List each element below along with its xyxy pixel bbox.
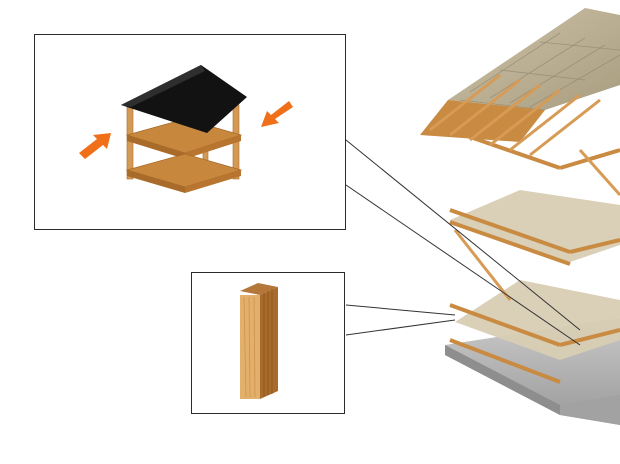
side-arrow-left — [79, 133, 111, 159]
laminated-post-icon — [240, 283, 278, 399]
rafters — [429, 73, 620, 301]
side-arrow-right — [261, 101, 293, 127]
wall-plates — [449, 128, 620, 384]
box-frame-icon — [79, 65, 293, 193]
callout-leaders — [345, 139, 581, 346]
frame-callout-box — [34, 34, 346, 230]
stud-callout-box — [191, 272, 345, 414]
